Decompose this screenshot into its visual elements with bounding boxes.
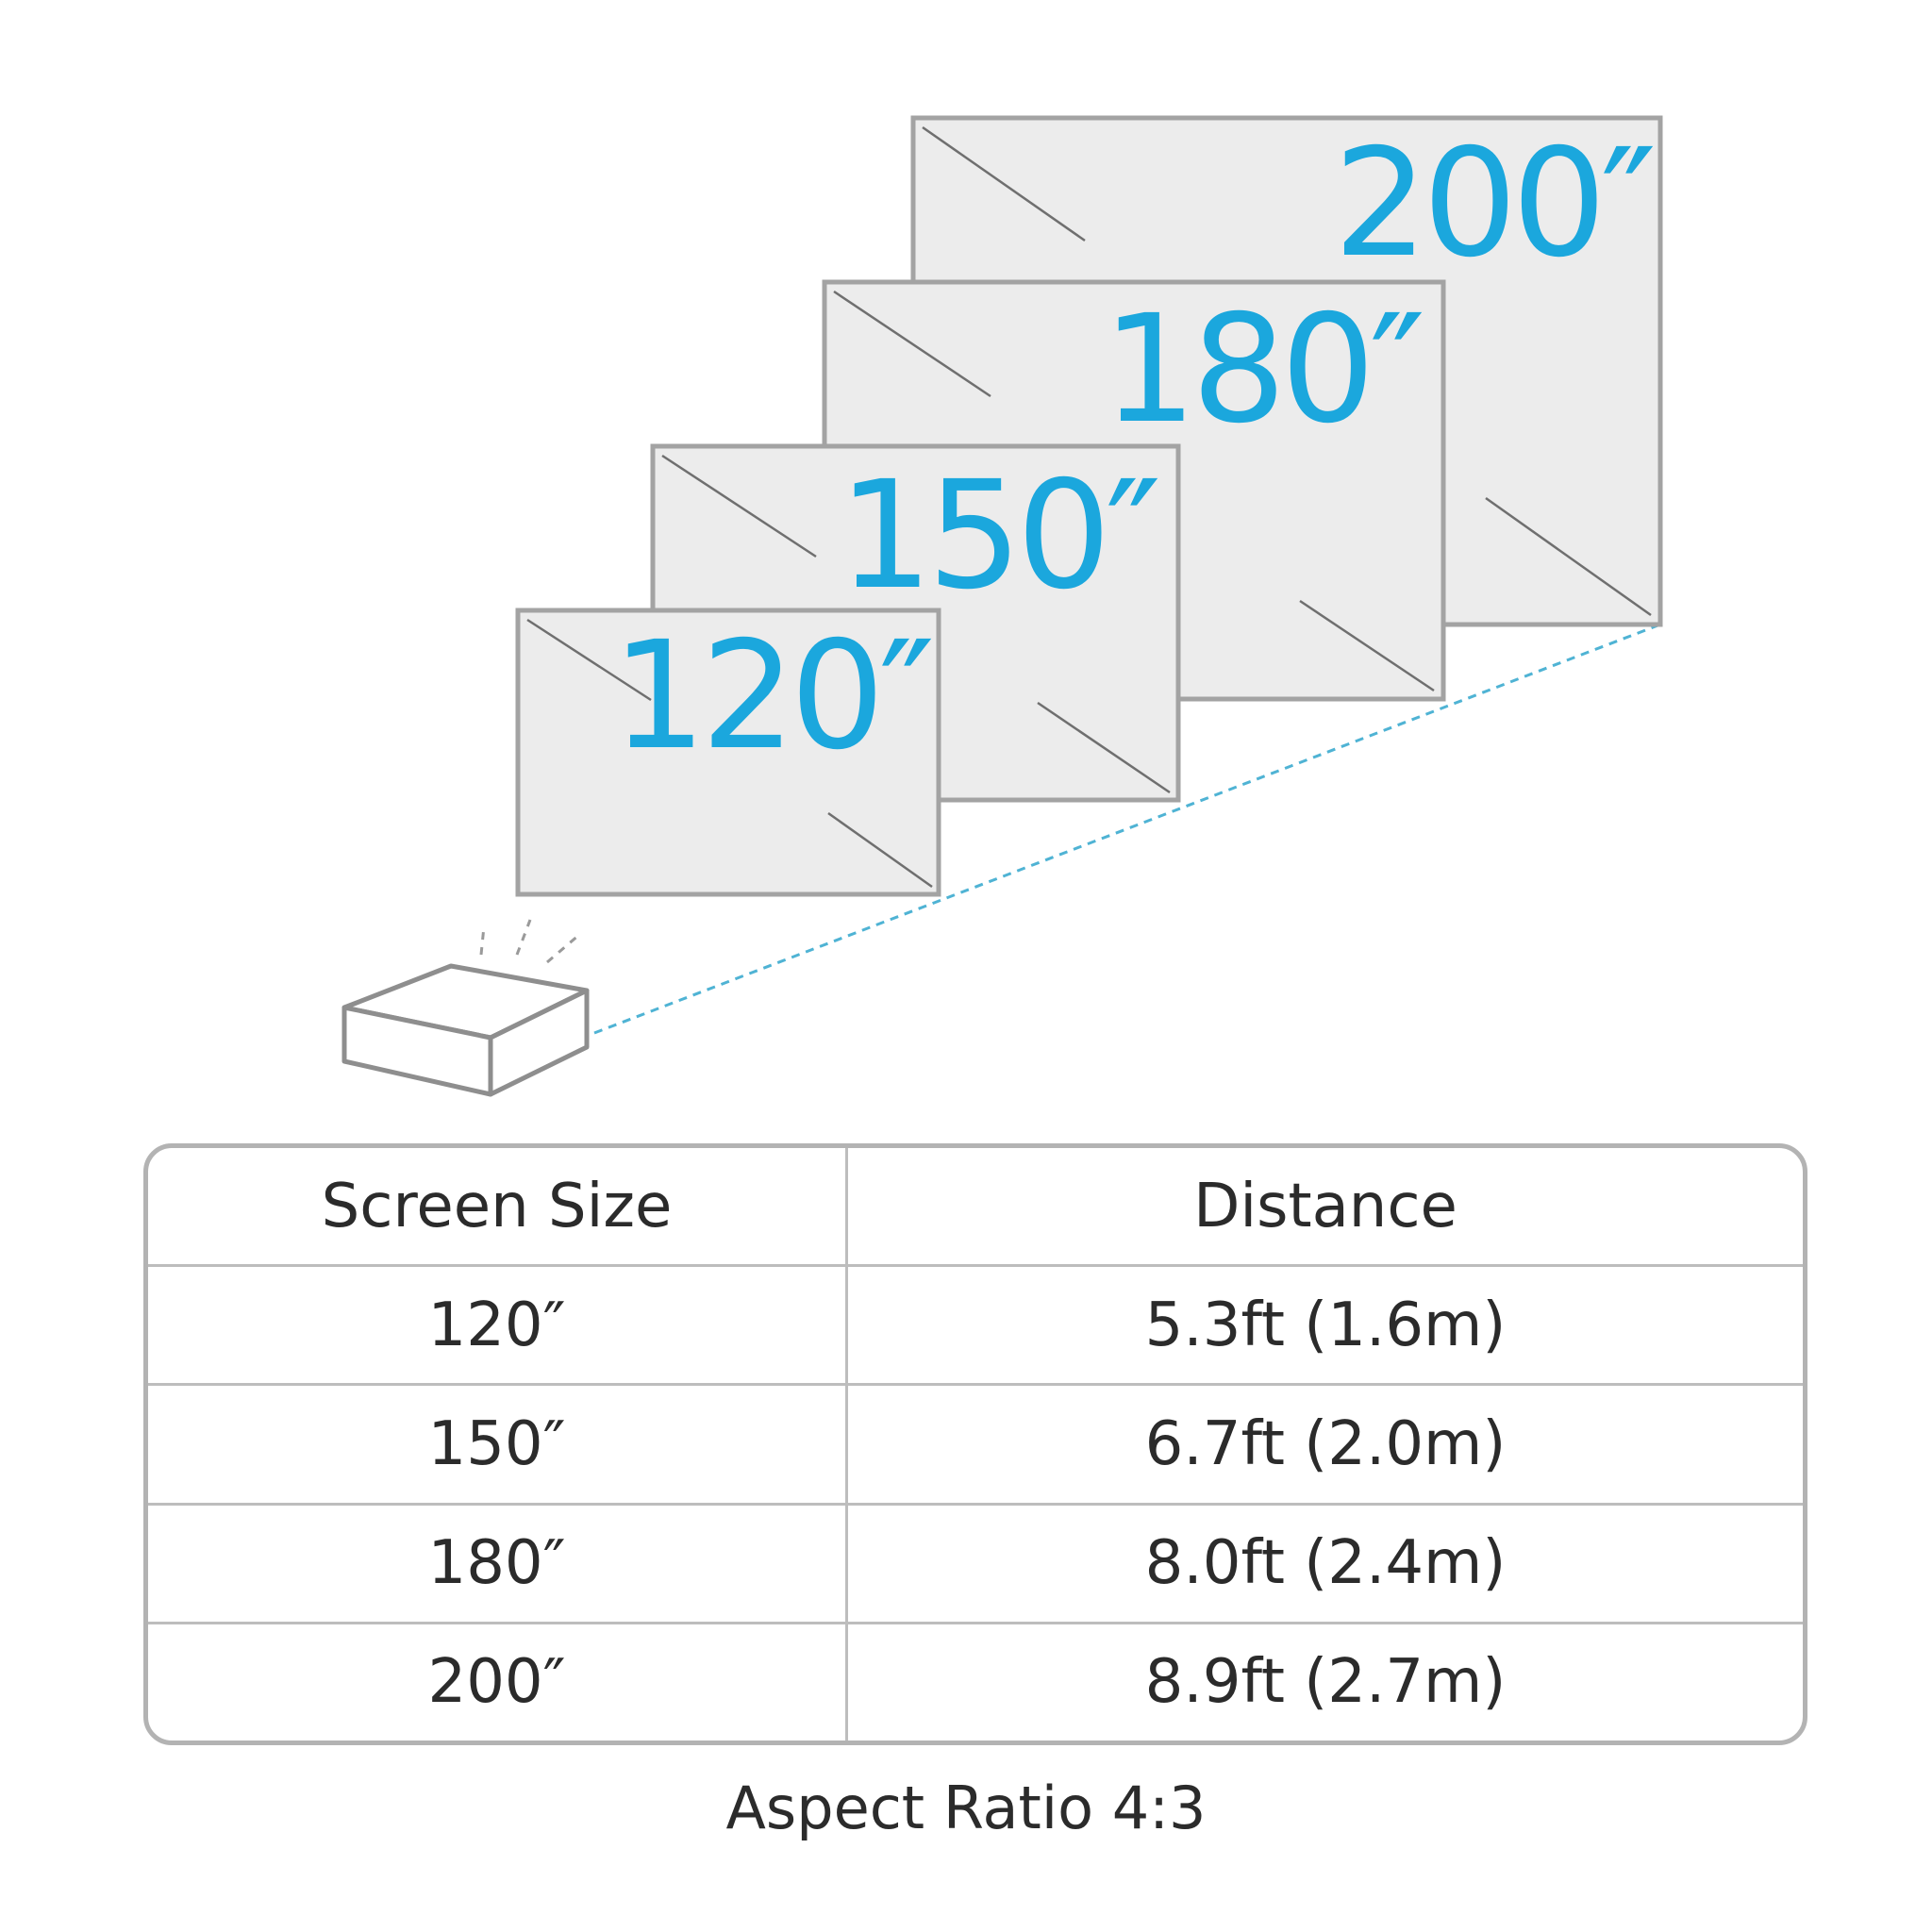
table-row: 200″ 8.9ft (2.7m) [148, 1621, 1803, 1740]
cell-distance: 8.0ft (2.4m) [1144, 1528, 1507, 1599]
cell-size: 120″ [148, 1267, 848, 1384]
screen-distance-table: Screen Size Distance 120″ 5.3ft (1.6m) 1… [143, 1143, 1807, 1745]
cell-size: 200″ [148, 1624, 848, 1740]
projector-icon [341, 919, 590, 1097]
cell-distance: 5.3ft (1.6m) [1144, 1290, 1507, 1360]
projection-beam [593, 623, 1661, 1035]
header-distance: Distance [1193, 1171, 1457, 1241]
cell-distance: 6.7ft (2.0m) [1144, 1409, 1507, 1479]
screen-label-180: 180″ [1102, 283, 1423, 457]
screen-label-200: 200″ [1333, 117, 1654, 291]
screen-120: 120″ [515, 608, 941, 897]
cell-distance: 8.9ft (2.7m) [1144, 1647, 1507, 1718]
cell-size: 150″ [148, 1386, 848, 1503]
table-header-row: Screen Size Distance [148, 1148, 1803, 1265]
screen-label-150: 150″ [838, 449, 1158, 623]
screen-label-120: 120″ [611, 609, 932, 783]
table-row: 150″ 6.7ft (2.0m) [148, 1383, 1803, 1503]
table-row: 180″ 8.0ft (2.4m) [148, 1502, 1803, 1622]
table-row: 120″ 5.3ft (1.6m) [148, 1264, 1803, 1384]
header-screen-size: Screen Size [148, 1148, 848, 1265]
cell-size: 180″ [148, 1505, 848, 1622]
aspect-ratio-note: Aspect Ratio 4:3 [725, 1774, 1207, 1842]
projection-diagram: 200″ 180″ 150″ 120″ [341, 115, 1663, 1097]
